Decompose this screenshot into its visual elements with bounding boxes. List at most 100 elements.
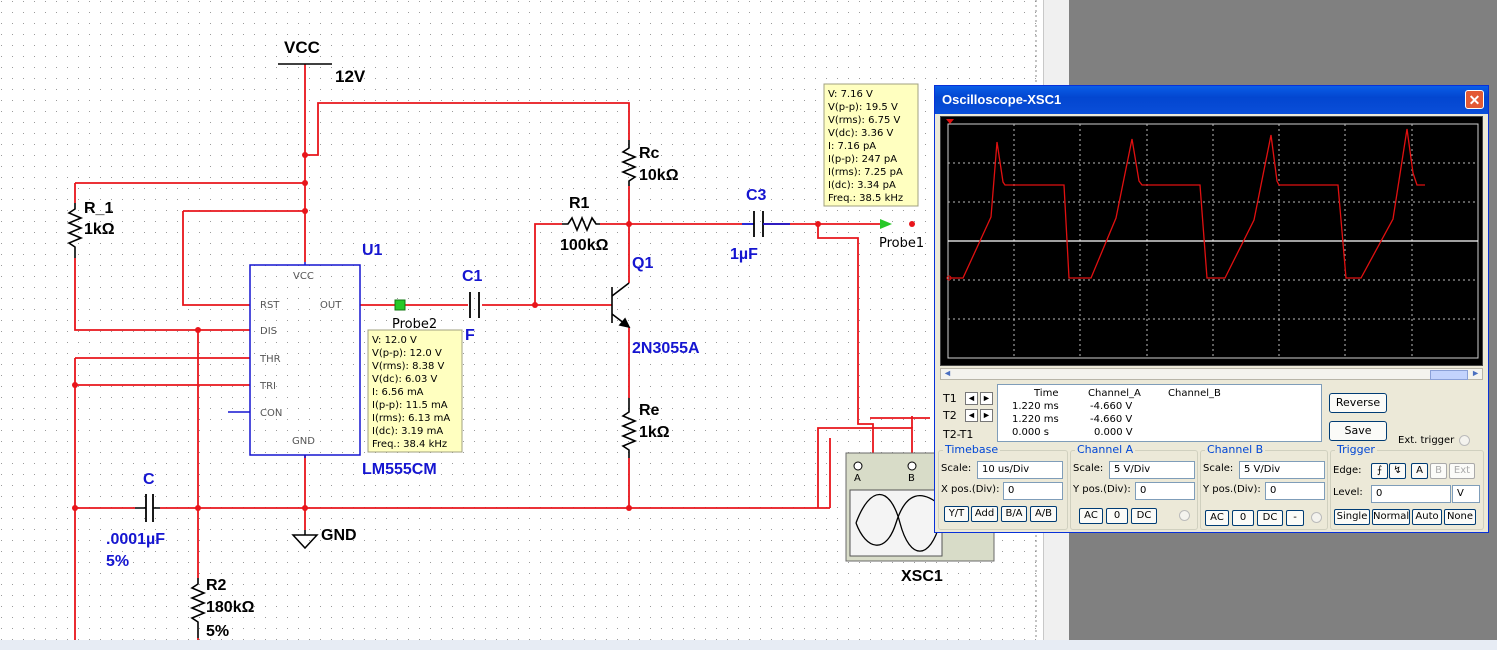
probe1-i: I: 7.16 pA: [828, 141, 876, 152]
timebase-scale-field[interactable]: 10 us/Div: [977, 461, 1063, 479]
probe1-irms: I(rms): 7.25 pA: [828, 167, 903, 178]
q1-model: 2N3055A: [632, 340, 700, 357]
c-name: C: [143, 471, 155, 488]
r1-value: 100kΩ: [560, 237, 609, 254]
u1-label: U1: [362, 242, 383, 259]
channel-a-zero-button[interactable]: 0: [1106, 508, 1128, 524]
trigger-level-unit[interactable]: V: [1452, 485, 1480, 503]
probe2-i: I: 6.56 mA: [372, 387, 424, 398]
vcc-label: VCC: [284, 38, 320, 57]
channel-b-zero-button[interactable]: 0: [1232, 510, 1254, 526]
trigger-none-button[interactable]: None: [1444, 509, 1476, 525]
probe1-freq: Freq.: 38.5 kHz: [828, 193, 903, 204]
t1-left-arrow-icon[interactable]: ◄: [965, 392, 978, 405]
channel-a-terminal[interactable]: [1179, 510, 1190, 521]
channel-a-ypos-field[interactable]: 0: [1135, 482, 1195, 500]
pin-rst: RST: [260, 300, 280, 311]
oscilloscope-window[interactable]: Oscilloscope-XSC1 ✕ ◄ ► T1 ◄ ► T2 ◄ ►: [934, 85, 1489, 533]
ext-trigger-terminal[interactable]: [1459, 435, 1470, 446]
add-button[interactable]: Add: [971, 506, 998, 522]
t1-channel-a: -4.660 V: [1090, 401, 1133, 412]
probe2-tooltip: [367, 329, 463, 453]
trigger-level-field[interactable]: 0: [1371, 485, 1451, 503]
transistor-q1[interactable]: [611, 282, 631, 329]
channel-a-ac-button[interactable]: AC: [1079, 508, 1103, 524]
reverse-button[interactable]: Reverse: [1329, 393, 1387, 413]
rising-edge-icon[interactable]: ⨍: [1371, 463, 1388, 479]
trigger-source-b-button[interactable]: B: [1430, 463, 1447, 479]
rc-name: Rc: [639, 145, 660, 162]
r2-value: 180kΩ: [206, 599, 255, 616]
col-channel-b: Channel_B: [1168, 388, 1221, 399]
probe1-tooltip: [823, 83, 919, 207]
resistor-r2[interactable]: [189, 578, 207, 638]
timebase-scale-label: Scale:: [941, 463, 972, 474]
t2-label: T2: [943, 409, 957, 422]
channel-b-ypos-label: Y pos.(Div):: [1203, 484, 1261, 495]
falling-edge-icon[interactable]: ↯: [1389, 463, 1406, 479]
probe2-ipp: I(p-p): 11.5 mA: [372, 400, 448, 411]
oscilloscope-titlebar[interactable]: Oscilloscope-XSC1 ✕: [935, 86, 1488, 114]
scope-horizontal-scrollbar[interactable]: ◄ ►: [940, 368, 1483, 380]
t1-time: 1.220 ms: [1012, 401, 1059, 412]
t2-channel-a: -4.660 V: [1090, 414, 1133, 425]
channel-b-minus-button[interactable]: -: [1286, 510, 1304, 526]
probe1-v: V: 7.16 V: [828, 89, 873, 100]
t2-t1-label: T2-T1: [943, 428, 974, 441]
t1-right-arrow-icon[interactable]: ►: [980, 392, 993, 405]
re-name: Re: [639, 402, 660, 419]
channel-b-ypos-field[interactable]: 0: [1265, 482, 1325, 500]
channel-b-terminal[interactable]: [1311, 512, 1322, 523]
channel-b-scale-field[interactable]: 5 V/Div: [1239, 461, 1325, 479]
resistor-r1[interactable]: [562, 215, 600, 233]
resistor-r-1[interactable]: [66, 203, 84, 258]
scope-screen[interactable]: [940, 116, 1483, 366]
ba-button[interactable]: B/A: [1001, 506, 1027, 522]
yt-button[interactable]: Y/T: [944, 506, 969, 522]
trigger-auto-button[interactable]: Auto: [1412, 509, 1442, 525]
pin-thr: THR: [259, 354, 281, 365]
close-icon[interactable]: ✕: [1465, 90, 1484, 109]
resistor-rc[interactable]: [620, 140, 638, 186]
c1-value: F: [465, 327, 475, 344]
t2-right-arrow-icon[interactable]: ►: [980, 409, 993, 422]
probe2-marker[interactable]: [394, 299, 406, 311]
channel-a-title: Channel A: [1075, 443, 1136, 456]
col-time: Time: [1034, 388, 1059, 399]
xsc1-label: XSC1: [901, 568, 943, 585]
resistor-re[interactable]: [620, 398, 638, 458]
c3-name: C3: [746, 187, 767, 204]
timebase-title: Timebase: [943, 443, 1001, 456]
pin-dis: DIS: [260, 326, 277, 337]
r-1-value: 1kΩ: [84, 221, 115, 238]
channel-b-dc-button[interactable]: DC: [1257, 510, 1283, 526]
bottom-scrollbar[interactable]: [0, 640, 1497, 650]
save-button[interactable]: Save: [1329, 421, 1387, 441]
trigger-single-button[interactable]: Single: [1334, 509, 1370, 525]
t2-left-arrow-icon[interactable]: ◄: [965, 409, 978, 422]
channel-a-dc-button[interactable]: DC: [1131, 508, 1157, 524]
trigger-edge-label: Edge:: [1333, 465, 1362, 476]
vcc-value: 12V: [335, 67, 366, 86]
trigger-normal-button[interactable]: Normal: [1372, 509, 1410, 525]
channel-b-group: Channel B Scale: 5 V/Div Y pos.(Div): 0 …: [1200, 443, 1328, 530]
pin-vcc: VCC: [293, 271, 314, 282]
ab-button[interactable]: A/B: [1030, 506, 1057, 522]
channel-a-scale-field[interactable]: 5 V/Div: [1109, 461, 1195, 479]
probe1-vpp: V(p-p): 19.5 V: [828, 102, 898, 113]
trigger-source-ext-button[interactable]: Ext: [1449, 463, 1475, 479]
channel-b-ac-button[interactable]: AC: [1205, 510, 1229, 526]
channel-a-scale-label: Scale:: [1073, 463, 1104, 474]
probe2-freq: Freq.: 38.4 kHz: [372, 439, 447, 450]
scope-display: [946, 119, 1479, 359]
t2-time: 1.220 ms: [1012, 414, 1059, 425]
u1-model: LM555CM: [362, 461, 437, 478]
timebase-xpos-label: X pos.(Div):: [941, 484, 1000, 495]
trigger-source-a-button[interactable]: A: [1411, 463, 1428, 479]
probe1-marker[interactable]: [880, 219, 892, 229]
timebase-xpos-field[interactable]: 0: [1003, 482, 1063, 500]
r2-name: R2: [206, 577, 227, 594]
xsc1-a-terminal: A: [854, 473, 861, 484]
probe1-label: Probe1: [879, 236, 924, 251]
